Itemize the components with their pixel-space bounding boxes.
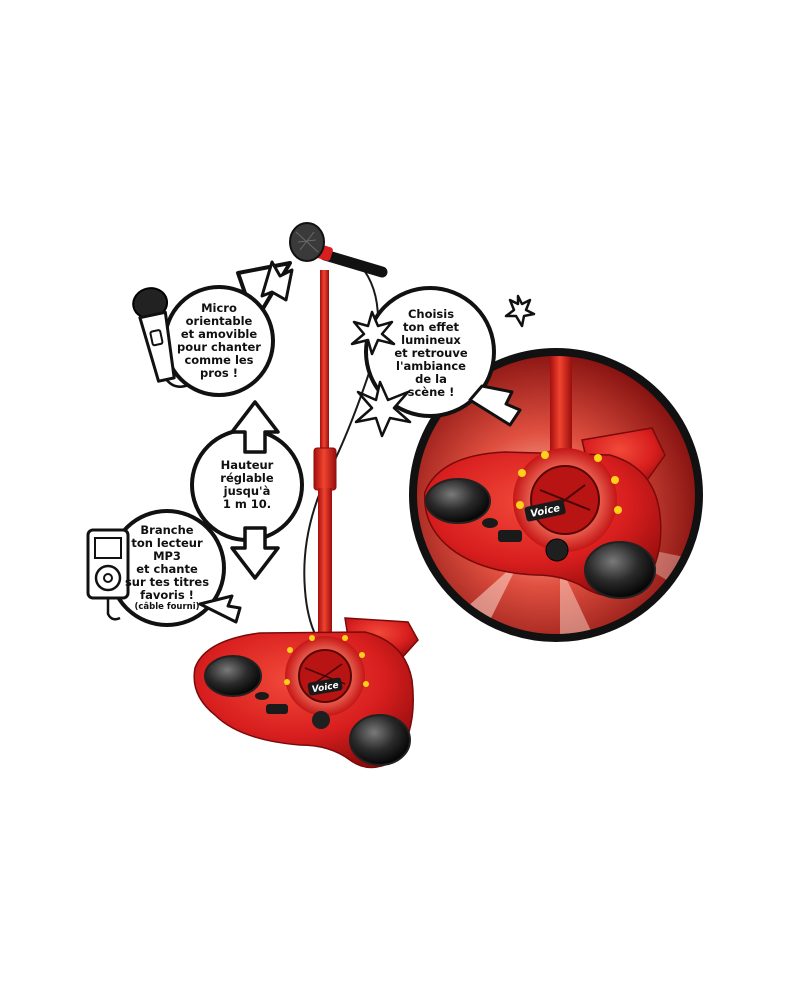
callout-line: scène ! xyxy=(407,384,455,399)
callout-line: l'ambiance xyxy=(396,358,466,373)
callout-effects-text: Choisis ton effet lumineux et retrouve l… xyxy=(378,302,484,404)
callout-line: et retrouve xyxy=(394,345,468,360)
product-logo: Voice xyxy=(311,681,339,696)
callout-line: lumineux xyxy=(401,332,461,347)
callout-effects-bubble xyxy=(364,286,522,427)
callout-line: de la xyxy=(415,371,447,386)
callout-line: 1 m 10. xyxy=(222,497,272,511)
callout-micro-text: Micro orientable et amovible pour chante… xyxy=(165,292,273,390)
microphone xyxy=(289,222,388,278)
callout-line: et amovible xyxy=(180,327,258,341)
karaoke-stand-product: Voice xyxy=(193,222,419,769)
callout-line: orientable xyxy=(185,314,253,328)
callout-height-text: Hauteur réglable jusqu'à 1 m 10. xyxy=(195,455,299,515)
callout-line: ton effet xyxy=(402,319,459,334)
callout-line: ton lecteur xyxy=(131,535,203,550)
callout-line: jusqu'à xyxy=(223,484,271,498)
sparkle-icon xyxy=(350,294,536,438)
callout-line: comme les xyxy=(184,353,254,367)
double-arrow-icon xyxy=(230,400,280,580)
callout-line: favoris ! xyxy=(140,587,194,602)
callout-line: réglable xyxy=(220,471,274,485)
callout-line: MP3 xyxy=(153,548,181,563)
callout-mp3-text: Branche ton lecteur MP3 et chante sur te… xyxy=(113,520,221,616)
callout-line: Micro xyxy=(201,301,237,315)
callout-line: et chante xyxy=(136,561,198,576)
callout-line: Choisis xyxy=(407,306,455,321)
handheld-microphone-icon xyxy=(132,287,189,388)
callout-line: pour chanter xyxy=(177,340,261,354)
callout-line: pros ! xyxy=(200,366,238,380)
callout-line: Branche xyxy=(140,522,194,537)
mp3-player-icon xyxy=(86,528,130,621)
callout-line: Hauteur xyxy=(220,458,274,472)
callout-note: (câble fourni) xyxy=(134,601,200,612)
callout-line: sur tes titres xyxy=(124,574,210,589)
callout-micro-bubble xyxy=(163,260,294,397)
